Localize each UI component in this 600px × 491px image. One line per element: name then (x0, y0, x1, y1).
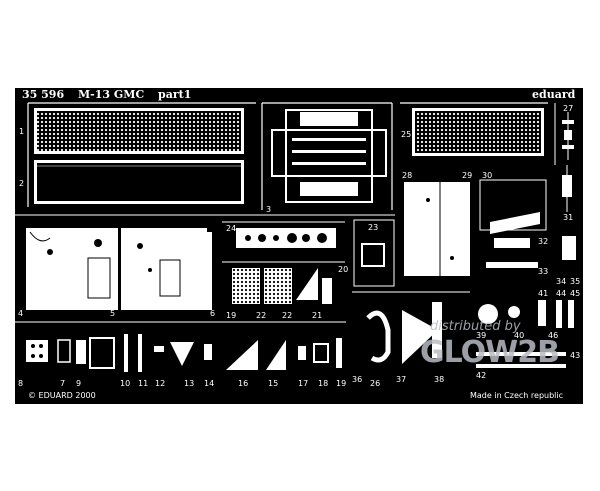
part-number-29: 29 (462, 171, 472, 180)
part-number-46: 46 (548, 331, 558, 340)
part-3-hatch-frame: 3 (261, 102, 393, 214)
parts-36-38-bracketry: 36 37 38 (352, 291, 470, 384)
part-number-33: 33 (538, 267, 548, 276)
part-number-35: 35 (570, 277, 580, 286)
part-number-23: 23 (368, 223, 378, 232)
parts-7-9-boxes: 8 7 9 (18, 337, 115, 388)
parts-19-22-guards: 20 19 22 22 21 (222, 261, 348, 320)
part-number-17: 17 (298, 379, 308, 388)
fret-title: M-13 GMC (78, 88, 144, 101)
parts-10-14-strips: 10 11 12 13 14 (120, 334, 214, 388)
part-number-34: 34 (556, 277, 566, 286)
parts-31-35-small: 31 34 35 (556, 165, 580, 286)
part-number-5: 5 (110, 309, 115, 318)
part-25-mesh-panel: 25 (400, 102, 548, 156)
part-number-4: 4 (18, 309, 23, 318)
part-24-instrument-panel: 24 (222, 221, 345, 248)
part-number-6: 6 (210, 309, 215, 318)
part-number-37: 37 (396, 375, 406, 384)
part-number-2: 2 (19, 179, 24, 188)
part-number-36: 36 (352, 375, 362, 384)
part-number-24: 24 (226, 224, 236, 233)
part-number-3: 3 (266, 205, 271, 214)
part-number-43: 43 (570, 351, 580, 360)
part-number-10: 10 (120, 379, 130, 388)
part-1-mesh-grille: 1 (19, 108, 244, 154)
part-number-31: 31 (563, 213, 573, 222)
part-number-22: 22 (256, 311, 266, 320)
part-number-8: 8 (18, 379, 23, 388)
part-number-15: 15 (268, 379, 278, 388)
part-number-16: 16 (238, 379, 248, 388)
part-number-18: 18 (318, 379, 328, 388)
distributor-watermark: distributed by GLOW2B (420, 319, 560, 370)
parts-28-29-doors: 28 29 (402, 171, 472, 276)
part-23-bracket: 23 (353, 219, 395, 287)
part-number-19b: 19 (336, 379, 346, 388)
part-number-1: 1 (19, 127, 24, 136)
part-number-44: 44 (556, 289, 566, 298)
fret-part: part1 (158, 88, 191, 101)
part-number-25: 25 (401, 130, 411, 139)
part-number-20: 20 (338, 265, 348, 274)
part-number-19: 19 (226, 311, 236, 320)
part-number-7: 7 (60, 379, 65, 388)
part-number-26: 26 (370, 379, 380, 388)
part-4-floor-panel: 4 (18, 228, 118, 318)
part-number-28: 28 (402, 171, 412, 180)
part-27-strip: 27 (554, 103, 574, 165)
origin-text: Made in Czech republic (470, 391, 563, 400)
part-number-11: 11 (138, 379, 148, 388)
part-number-32: 32 (538, 237, 548, 246)
part-number-45: 45 (570, 289, 580, 298)
part-5-floor-panel: 5 (94, 228, 207, 318)
part-number-9: 9 (76, 379, 81, 388)
part-number-27: 27 (563, 104, 573, 113)
part-number-14: 14 (204, 379, 214, 388)
watermark-line1: distributed by (430, 319, 521, 334)
part-number-12: 12 (155, 379, 165, 388)
parts-30-33-fittings: 30 32 33 (479, 171, 548, 276)
copyright-text: © EDUARD 2000 (28, 391, 96, 400)
part-number-13: 13 (184, 379, 194, 388)
part-number-22b: 22 (282, 311, 292, 320)
part-number-39: 39 (476, 331, 486, 340)
part-number-41: 41 (538, 289, 548, 298)
part-number-21: 21 (312, 311, 322, 320)
part-2-plate: 2 (19, 160, 244, 204)
part-number-40: 40 (514, 331, 524, 340)
parts-39-46-small-details: 39 40 41 42 43 44 45 46 (476, 289, 580, 380)
part-number-38: 38 (434, 375, 444, 384)
watermark-logo-text: GLOW2B (420, 335, 559, 370)
part-6-plate: 6 (198, 232, 215, 318)
parts-15-18-gussets: 16 15 17 18 19 (226, 338, 346, 388)
brand-logo-text: eduard (532, 88, 576, 101)
part-number-30: 30 (482, 171, 492, 180)
fret-code: 35 596 (22, 88, 64, 101)
part-number-42: 42 (476, 371, 486, 380)
